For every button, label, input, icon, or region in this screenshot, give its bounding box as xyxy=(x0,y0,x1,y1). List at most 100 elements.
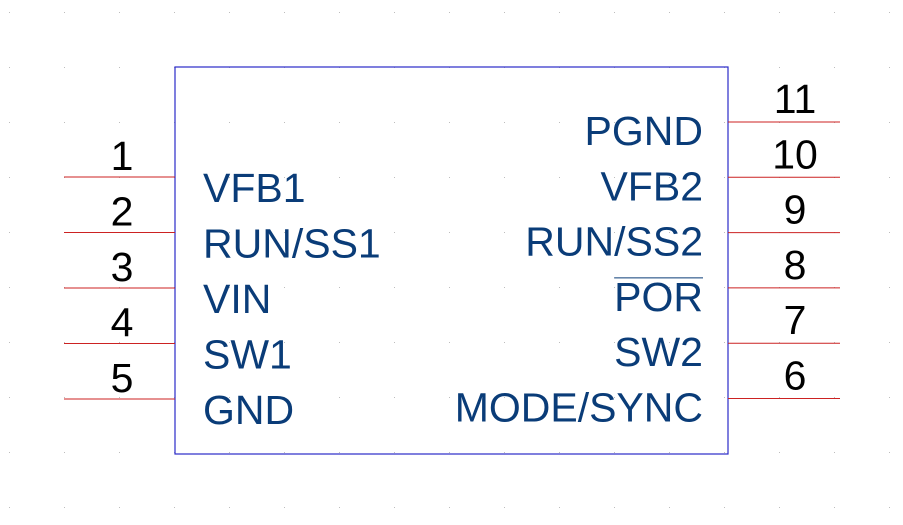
grid-dot xyxy=(504,287,505,288)
grid-dot xyxy=(284,287,285,288)
grid-dot xyxy=(559,342,560,343)
grid-dot xyxy=(614,122,615,123)
grid-dot xyxy=(559,507,560,508)
pin-number-right: 10 xyxy=(772,131,818,177)
grid-dot xyxy=(284,397,285,398)
grid-dot xyxy=(614,287,615,288)
grid-dot xyxy=(119,507,120,508)
pin-label-right: MODE/SYNC xyxy=(455,385,703,431)
grid-dot xyxy=(889,342,890,343)
grid-dot xyxy=(834,67,835,68)
grid-dot xyxy=(779,12,780,13)
pin-label-left: RUN/SS1 xyxy=(203,221,381,267)
pin-label-right: VFB2 xyxy=(600,163,703,209)
grid-dot xyxy=(9,287,10,288)
grid-dot xyxy=(9,397,10,398)
grid-dot xyxy=(64,12,65,13)
grid-dot xyxy=(9,342,10,343)
grid-dot xyxy=(229,232,230,233)
grid-dot xyxy=(724,507,725,508)
grid-dot xyxy=(779,507,780,508)
grid-dot xyxy=(504,232,505,233)
grid-dot xyxy=(834,342,835,343)
grid-dot xyxy=(449,397,450,398)
grid-dot xyxy=(724,177,725,178)
pin-number-right: 7 xyxy=(784,297,807,343)
grid-dot xyxy=(119,452,120,453)
grid-dot xyxy=(669,397,670,398)
grid-dot xyxy=(614,232,615,233)
grid-dot xyxy=(724,232,725,233)
grid-dot xyxy=(559,177,560,178)
grid-dot xyxy=(394,12,395,13)
grid-dot xyxy=(669,507,670,508)
grid-dot xyxy=(339,342,340,343)
grid-dot xyxy=(9,232,10,233)
grid-dot xyxy=(284,122,285,123)
grid-dot xyxy=(889,397,890,398)
grid-dot xyxy=(339,397,340,398)
grid-dot xyxy=(889,67,890,68)
grid-dot xyxy=(174,507,175,508)
grid-dot xyxy=(834,397,835,398)
grid-dot xyxy=(64,67,65,68)
grid-dot xyxy=(834,12,835,13)
grid-dot xyxy=(339,287,340,288)
grid-dot xyxy=(339,12,340,13)
grid-dot xyxy=(449,122,450,123)
grid-dots xyxy=(9,12,890,508)
grid-dot xyxy=(889,12,890,13)
grid-dot xyxy=(284,12,285,13)
grid-dot xyxy=(669,122,670,123)
grid-dot xyxy=(229,507,230,508)
grid-dot xyxy=(284,507,285,508)
grid-dot xyxy=(724,122,725,123)
grid-dot xyxy=(284,177,285,178)
grid-dot xyxy=(229,452,230,453)
grid-dot xyxy=(64,452,65,453)
grid-dot xyxy=(339,122,340,123)
grid-dot xyxy=(669,342,670,343)
grid-dot xyxy=(229,342,230,343)
grid-dot xyxy=(119,342,120,343)
grid-dot xyxy=(394,507,395,508)
grid-dot xyxy=(889,287,890,288)
grid-dot xyxy=(559,12,560,13)
grid-dot xyxy=(614,12,615,13)
pin-label-right: RUN/SS2 xyxy=(525,219,703,265)
grid-dot xyxy=(229,177,230,178)
grid-dot xyxy=(889,232,890,233)
component-body xyxy=(174,66,729,455)
grid-dot xyxy=(559,122,560,123)
grid-dot xyxy=(394,177,395,178)
grid-dot xyxy=(174,12,175,13)
pin-number-left: 4 xyxy=(111,300,134,346)
grid-dot xyxy=(449,452,450,453)
pin-number-left: 3 xyxy=(111,244,134,290)
grid-dot xyxy=(394,452,395,453)
grid-dot xyxy=(449,232,450,233)
grid-dot xyxy=(449,12,450,13)
grid-dot xyxy=(394,342,395,343)
pin-number-left: 2 xyxy=(111,189,134,235)
grid-dot xyxy=(339,177,340,178)
grid-dot xyxy=(9,507,10,508)
grid-dot xyxy=(614,507,615,508)
grid-dot xyxy=(9,122,10,123)
grid-dot xyxy=(119,67,120,68)
pin-number-right: 8 xyxy=(784,242,807,288)
grid-dot xyxy=(394,287,395,288)
pin-number-right: 9 xyxy=(784,187,807,233)
pin-label-left: SW1 xyxy=(203,332,292,378)
grid-dot xyxy=(614,452,615,453)
grid-dot xyxy=(724,287,725,288)
pin-number-right: 11 xyxy=(774,76,817,122)
grid-dot xyxy=(64,507,65,508)
grid-dot xyxy=(504,397,505,398)
grid-dot xyxy=(779,452,780,453)
grid-dot xyxy=(449,342,450,343)
grid-dot xyxy=(339,452,340,453)
grid-dot xyxy=(614,397,615,398)
